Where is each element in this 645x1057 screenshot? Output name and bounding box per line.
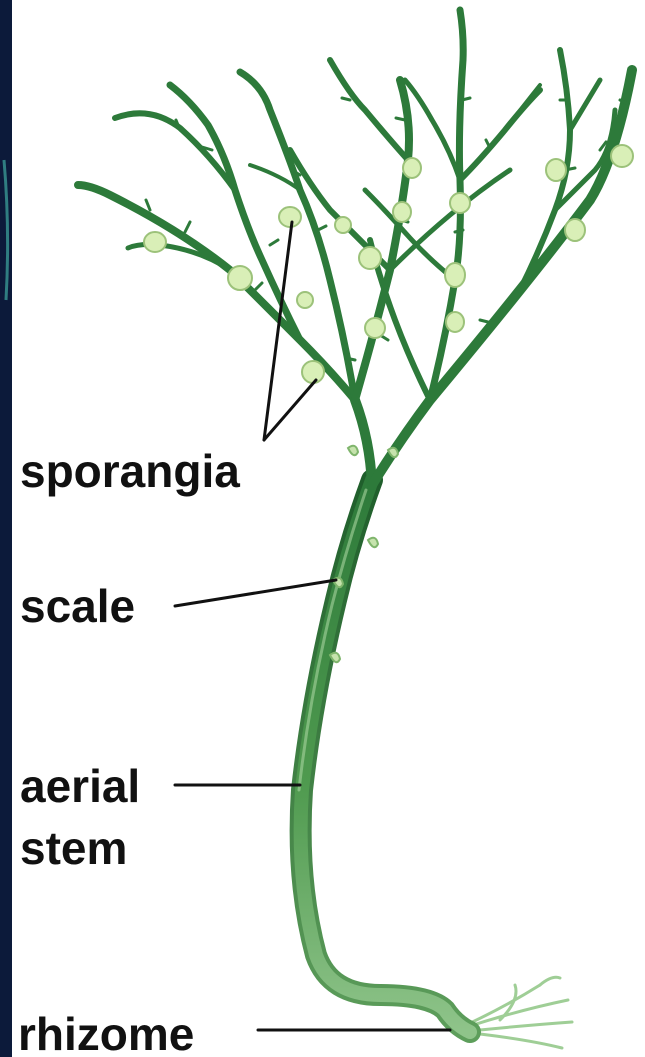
label-aerial: aerial [20,760,140,812]
sporangium [445,263,465,287]
psilotum-plant-icon [78,10,633,1048]
scale-leader-line [175,580,336,606]
label-rhizome: rhizome [18,1008,194,1057]
aerial-stem [299,480,470,1032]
sporangium [565,219,585,241]
sporangium [450,193,470,213]
label-sporangia: sporangia [20,445,240,497]
sporangium [302,361,324,383]
sporangium [335,217,351,233]
sporangium [279,207,301,227]
sporangium [393,202,411,222]
sporangium [365,318,385,338]
left-edge-strip [0,0,12,1057]
sporangium [611,145,633,167]
sporangium [144,232,166,252]
sporangium [403,158,421,178]
label-scale: scale [20,580,135,632]
sporangium [359,247,381,269]
sporangium [228,266,252,290]
sporangium [297,292,313,308]
sporangium [546,159,566,181]
label-stem: stem [20,822,127,874]
sporangium [446,312,464,332]
